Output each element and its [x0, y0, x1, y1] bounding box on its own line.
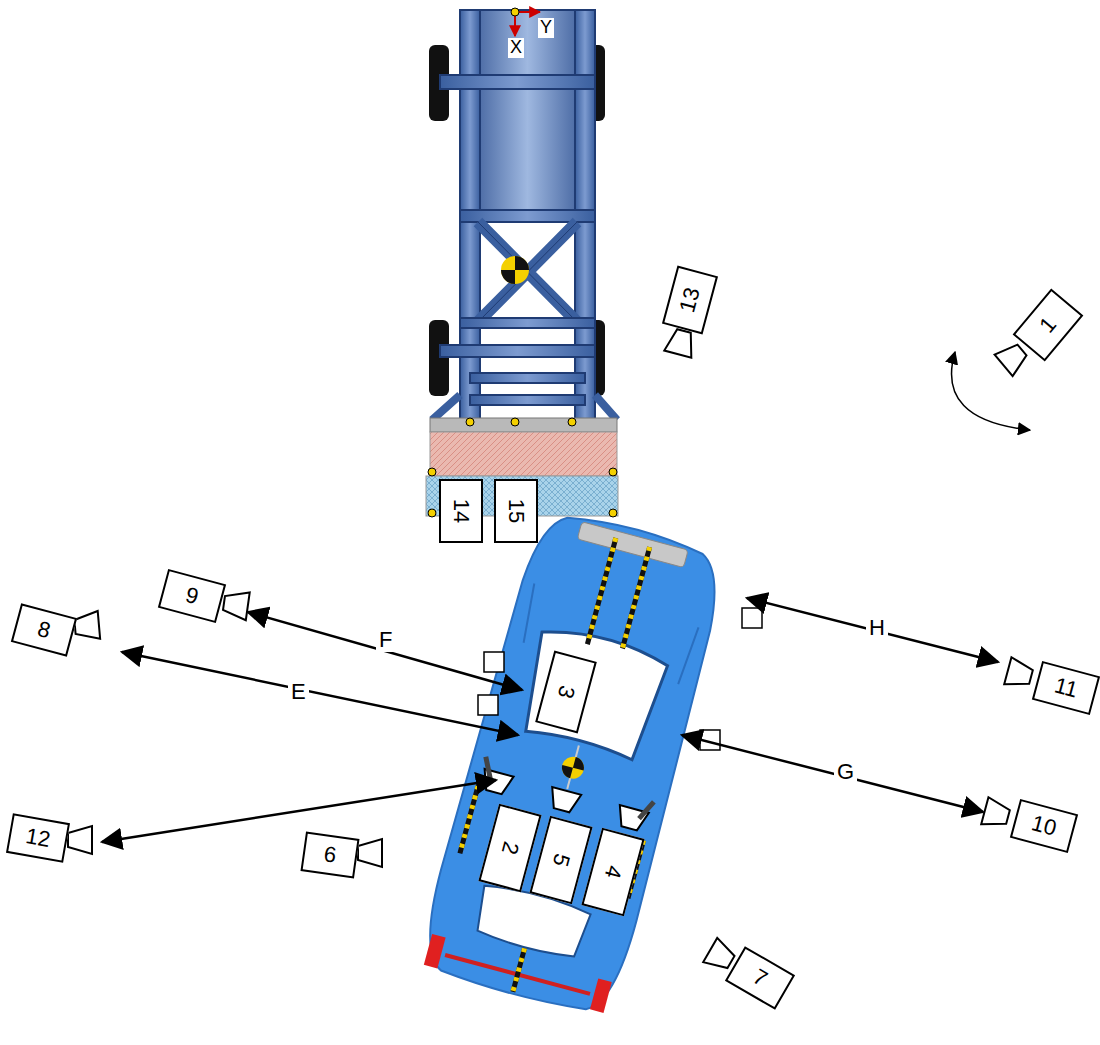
- camera-number: 3: [554, 683, 578, 701]
- camera-box: 12: [6, 813, 70, 862]
- camera-number: 15: [505, 499, 527, 523]
- camera-number: 10: [1029, 812, 1058, 840]
- camera-number: 4: [601, 863, 625, 881]
- view-label: H: [866, 616, 888, 640]
- view-label: F: [376, 628, 395, 652]
- camera-box: 9: [158, 569, 226, 623]
- sight-lines: [102, 352, 1030, 842]
- axis-label: X: [508, 38, 524, 58]
- camera-number: 6: [322, 843, 337, 866]
- camera-box: 15: [494, 479, 538, 543]
- camera-box: 8: [11, 603, 77, 657]
- camera-box: 6: [300, 831, 359, 878]
- camera-number: 9: [183, 584, 201, 608]
- target-markers: [478, 608, 762, 750]
- camera-number: 7: [749, 965, 771, 990]
- camera-number: 12: [24, 825, 52, 851]
- camera-box: 11: [1032, 661, 1100, 715]
- camera-lenses: [68, 327, 1035, 974]
- coordinate-axes: [511, 8, 540, 36]
- test-car: [415, 503, 734, 1019]
- view-label: G: [834, 760, 857, 784]
- camera-box: 10: [1010, 799, 1078, 853]
- cg-target: [501, 256, 529, 284]
- camera-number: 5: [549, 851, 573, 869]
- camera-number: 2: [498, 839, 522, 857]
- sled-frame: [432, 10, 617, 420]
- camera-number: 11: [1052, 674, 1080, 701]
- camera-number: 13: [676, 285, 704, 314]
- camera-number: 1: [1036, 313, 1061, 337]
- camera-box: 14: [439, 479, 483, 543]
- view-label: E: [288, 680, 309, 704]
- axis-label: Y: [538, 18, 554, 38]
- camera-number: 14: [450, 499, 472, 523]
- camera-number: 8: [35, 618, 53, 642]
- camera-box: 13: [662, 266, 718, 335]
